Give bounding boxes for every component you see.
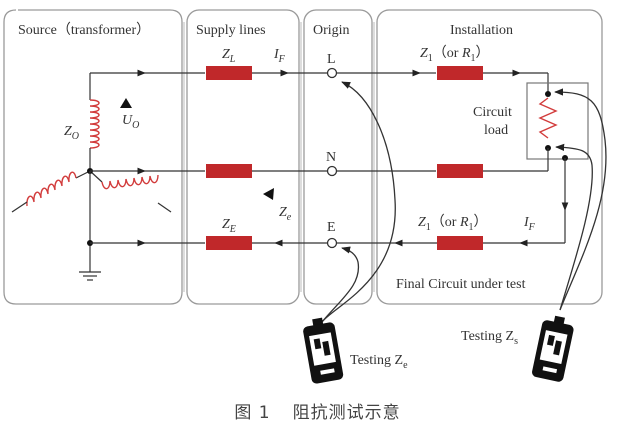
resistor-load-icon [538, 97, 558, 139]
coil-right [101, 174, 159, 190]
panel-title-origin: Origin [313, 23, 350, 38]
probe-leads-zs [554, 88, 607, 311]
label-zl: ZL [222, 47, 236, 65]
probe-leads-ze [321, 81, 396, 323]
terminal-E [326, 237, 338, 249]
ground-icon [79, 271, 101, 281]
panel-title-final-circuit: Final Circuit under test [396, 277, 526, 292]
load-label-1: Circuit [473, 105, 512, 120]
circuit-load: Circuit load [473, 82, 589, 160]
terminal-label-L: L [327, 52, 336, 67]
terminal-N [326, 165, 338, 177]
coil-left [26, 171, 77, 207]
transformer-windings [11, 73, 172, 281]
panel-title-source: Source（transformer） [18, 22, 150, 38]
uo-arrow-icon [120, 98, 132, 108]
label-ze-upper: ZE [222, 217, 236, 235]
label-if-top: IF [273, 47, 286, 65]
panel-origin: Origin [303, 9, 373, 305]
line-conductor-L [90, 66, 549, 94]
impedance-z1-line [437, 66, 483, 80]
coil-vertical [89, 99, 100, 149]
tester-zs-label: Testing Zs [461, 329, 518, 347]
impedance-n-install [437, 164, 483, 178]
impedance-ze [206, 236, 252, 250]
label-ze: Ze [279, 205, 292, 223]
terminal-L [326, 67, 338, 79]
label-zo: ZO [64, 124, 79, 142]
load-label-2: load [484, 123, 508, 138]
figure-number: 图 1 [234, 403, 271, 423]
tester-ze-label: Testing Ze [350, 353, 408, 371]
impedance-test-diagram: Source（transformer） Supply lines Origin … [3, 9, 607, 385]
label-if-bottom: IF [523, 215, 536, 233]
ze-arrow-icon [263, 188, 274, 200]
panel-source: Source（transformer） [3, 9, 183, 305]
terminal-label-N: N [326, 150, 336, 165]
panel-supply-lines: Supply lines [186, 9, 300, 305]
label-uo: UO [122, 113, 139, 131]
impedance-zl [206, 66, 252, 80]
panel-installation: Installation Final Circuit under test [376, 9, 603, 305]
figure-caption: 图 1 阻抗测试示意 [0, 398, 635, 423]
terminal-label-E: E [327, 220, 336, 235]
tester-zs-icon[interactable] [531, 313, 576, 382]
panel-title-installation: Installation [450, 23, 513, 38]
line-conductor-N [90, 148, 549, 178]
tester-ze-icon[interactable] [301, 316, 344, 385]
label-z1-top: Z1（or R1） [420, 45, 490, 64]
figure-title: 阻抗测试示意 [292, 403, 401, 423]
label-z1-bottom: Z1（or R1） [418, 214, 488, 233]
panel-title-supply: Supply lines [196, 23, 266, 38]
impedance-n-supply [206, 164, 252, 178]
line-conductor-E [90, 155, 569, 250]
impedance-z1-earth [437, 236, 483, 250]
